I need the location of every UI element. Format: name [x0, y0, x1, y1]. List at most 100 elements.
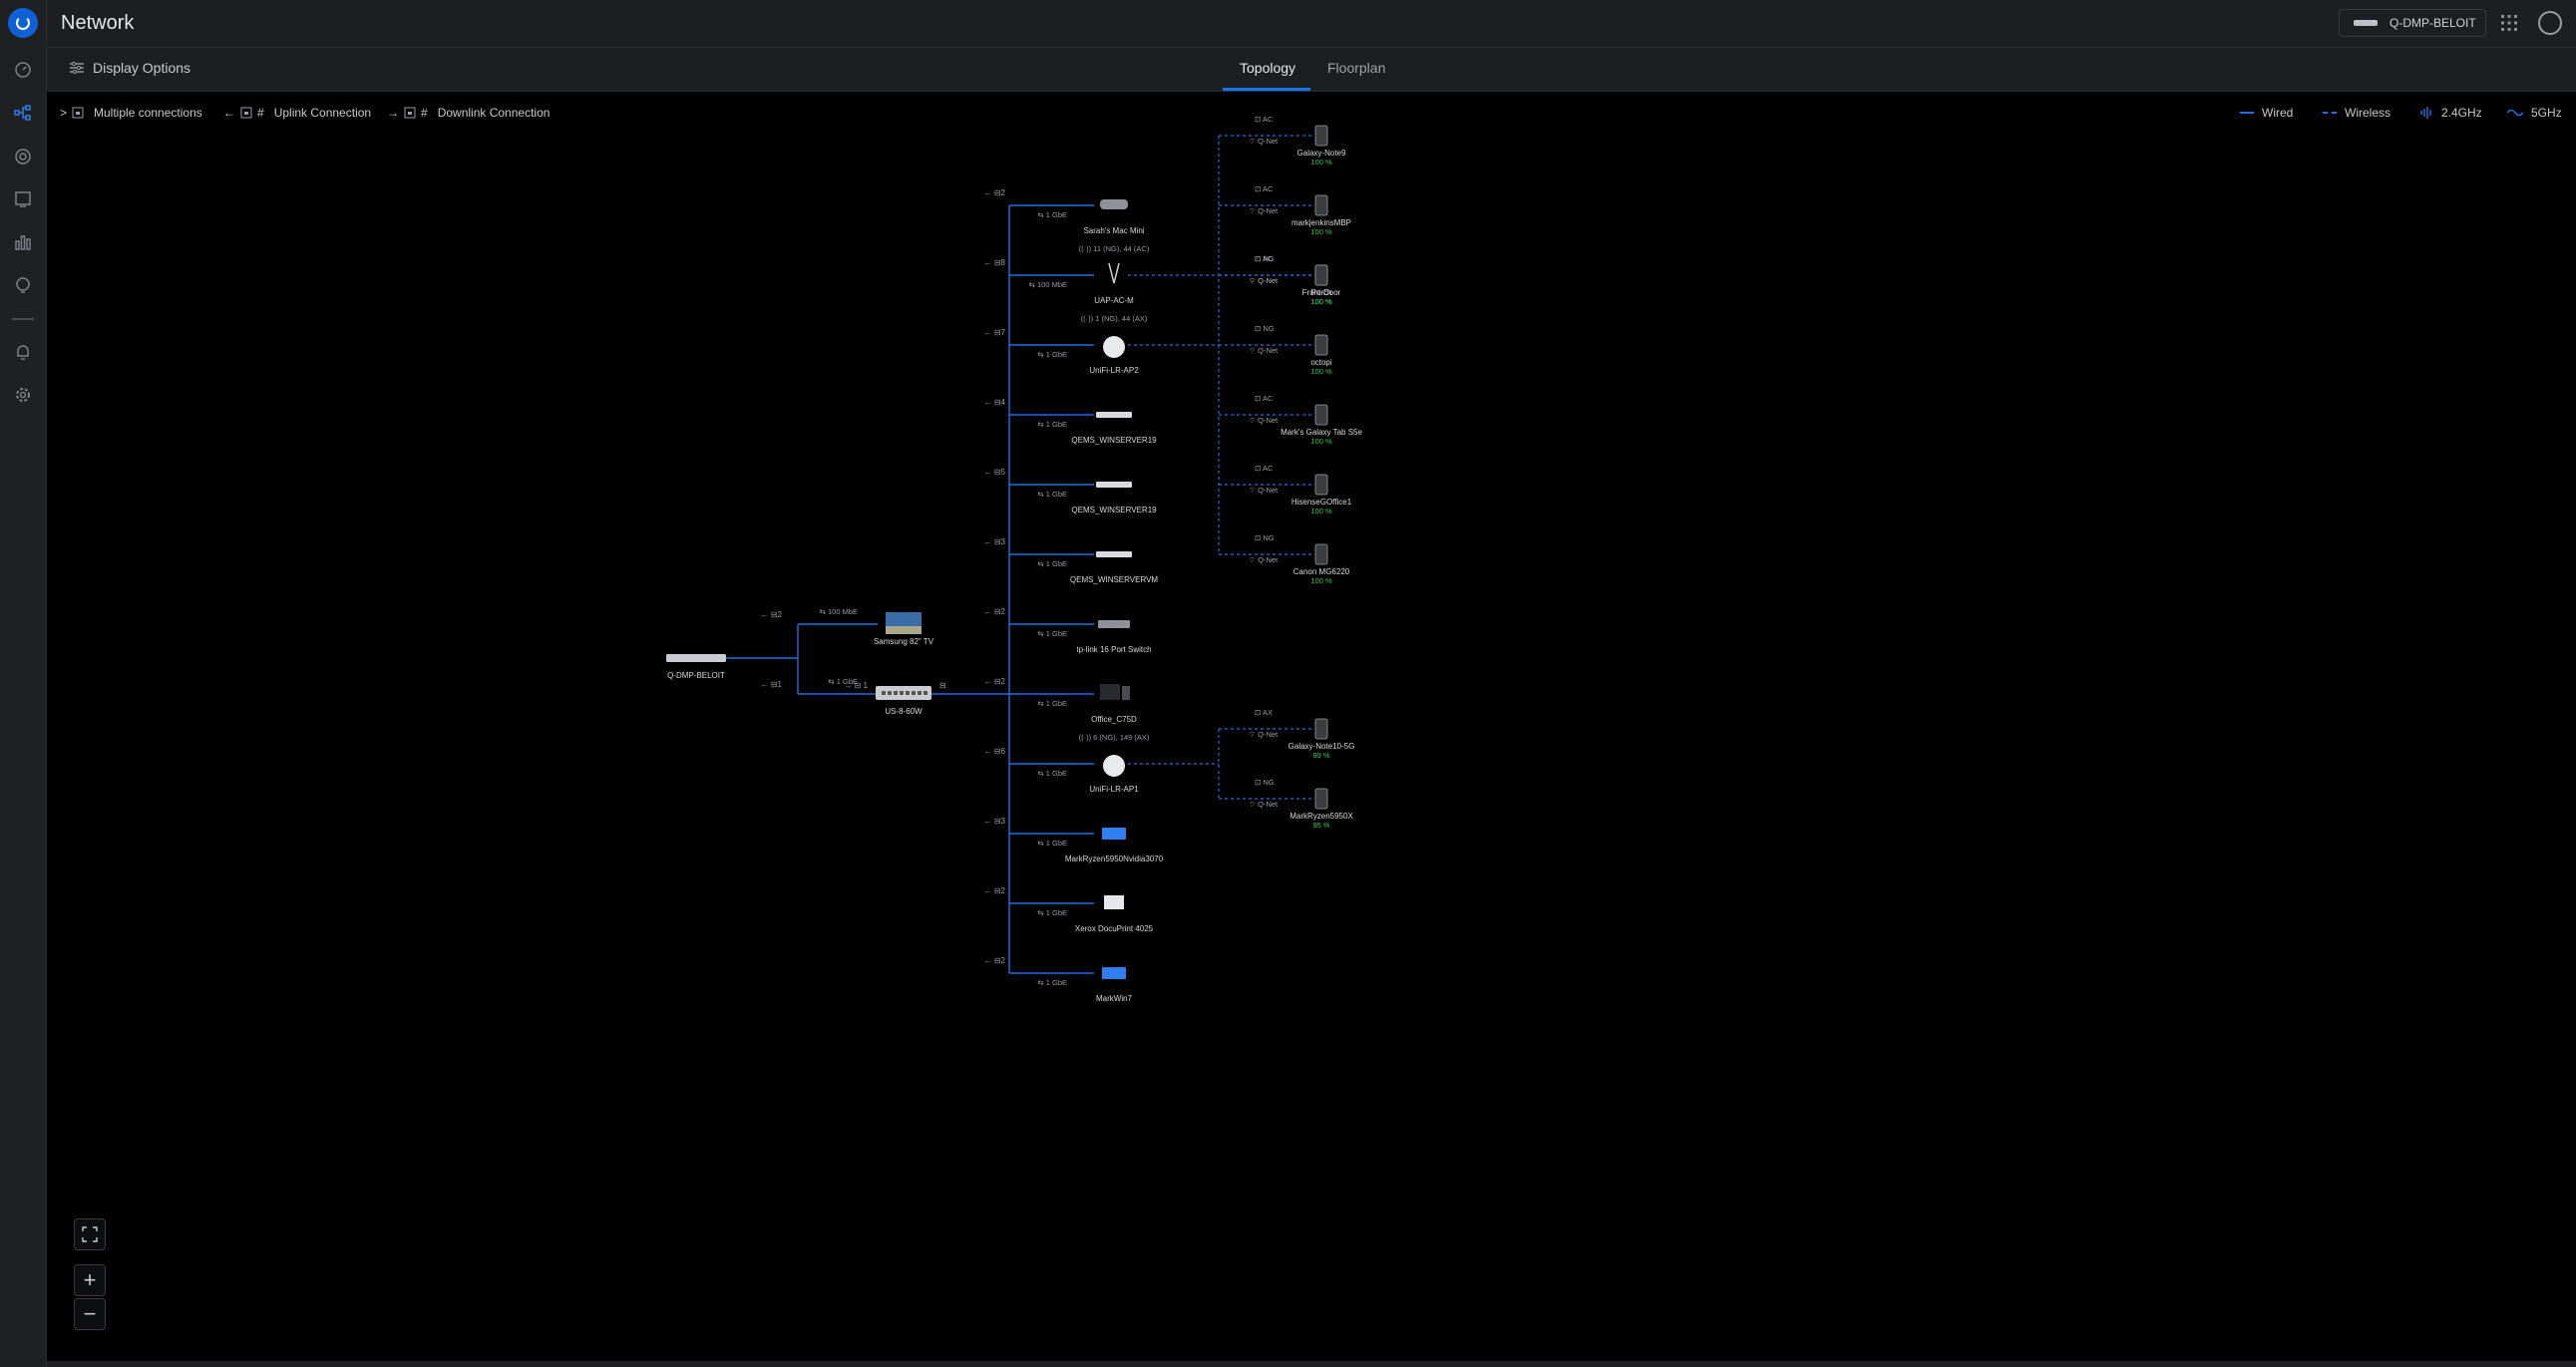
band-label: ⊡ AC: [1255, 394, 1274, 403]
access-point-icon[interactable]: [1103, 755, 1125, 777]
server-icon[interactable]: [1096, 412, 1132, 418]
legend-wired: Wired: [2240, 106, 2293, 120]
downlink-label: Downlink Connection: [437, 106, 551, 120]
client-device-icon[interactable]: [1314, 788, 1328, 810]
ssid-label: ⌔ Q-Net: [1249, 276, 1279, 285]
pc-icon[interactable]: [1102, 828, 1126, 840]
link-speed-label: ⇆ 1 GbE: [1037, 908, 1067, 917]
link-speed-label: ⇆ 1 GbE: [828, 677, 858, 686]
client-device-icon[interactable]: [1314, 125, 1328, 147]
link-speed-label: ⇆ 1 GbE: [1037, 559, 1067, 568]
port-label: ← ⊟2: [984, 188, 1006, 197]
sidebar: [0, 0, 47, 1367]
ssid-label: ⌔ Q-Net: [1249, 486, 1279, 495]
device-label: MarkRyzen5950Nvidia3070: [1065, 854, 1164, 863]
link-speed-label: ⇆ 100 MbE: [1029, 280, 1067, 289]
port-label: ← ⊟2: [984, 607, 1006, 616]
pc-icon[interactable]: [1102, 967, 1126, 979]
band-label: ⊡ AC: [1255, 184, 1274, 193]
switch-icon[interactable]: [1098, 620, 1130, 628]
client-device-icon[interactable]: [1314, 264, 1328, 286]
tab-topology[interactable]: Topology: [1240, 60, 1296, 76]
client-device-icon[interactable]: [1314, 404, 1328, 426]
client-device-icon[interactable]: [1314, 718, 1328, 740]
switch-port-icon: [912, 691, 916, 695]
server-icon[interactable]: [1096, 482, 1132, 488]
printer-tray-icon: [1122, 686, 1130, 700]
printer-icon[interactable]: [1104, 895, 1124, 909]
legend-24ghz: 2.4GHz: [2419, 106, 2482, 120]
active-tab-indicator: [1223, 88, 1310, 91]
monitor-icon[interactable]: [13, 189, 33, 209]
topology-icon[interactable]: [13, 103, 33, 123]
server-icon[interactable]: [1096, 551, 1132, 557]
wireless-line-icon: [2323, 112, 2337, 114]
signal-label: 100 %: [1310, 437, 1332, 446]
legend-downlink: → # Downlink Connection: [387, 106, 550, 120]
printer-icon[interactable]: [1100, 684, 1120, 700]
link-speed-label: ⇆ 1 GbE: [1037, 350, 1067, 359]
switch-port-icon: [882, 691, 886, 695]
speedometer-icon[interactable]: [13, 60, 33, 80]
link-speed-label: ⇆ 1 GbE: [1037, 978, 1067, 987]
zoom-in-button[interactable]: +: [74, 1264, 106, 1296]
port-icon: [72, 107, 84, 119]
client-label: Front-Door: [1302, 288, 1341, 297]
switch-port-icon: [900, 691, 904, 695]
ssid-label: ⌔ Q-Net: [1249, 137, 1279, 146]
tab-floorplan[interactable]: Floorplan: [1327, 60, 1386, 76]
arrow-right-icon: →: [387, 106, 399, 120]
wired-line-icon: [2240, 112, 2254, 114]
access-point-icon[interactable]: [1103, 336, 1125, 358]
gateway-device-icon: [2354, 20, 2378, 26]
client-device-icon[interactable]: [1314, 474, 1328, 496]
port-icon: [404, 107, 416, 119]
link-speed-label: ⇆ 1 GbE: [1037, 699, 1067, 708]
client-label: octopi: [1310, 358, 1332, 367]
legend-wireless: Wireless: [2323, 106, 2391, 120]
radio-channel-label: ((·)) 6 (NG), 149 (AX): [1079, 733, 1150, 742]
target-icon[interactable]: [13, 147, 33, 167]
unifi-logo-icon[interactable]: [8, 8, 38, 38]
gear-icon[interactable]: [13, 385, 33, 405]
client-device-icon[interactable]: [1314, 543, 1328, 565]
band-label: ⊡ NG: [1255, 533, 1275, 542]
band-label: ⊡ NG: [1255, 778, 1275, 787]
device-label: US-8-60W: [885, 707, 922, 716]
device-label: Office_C75D: [1091, 715, 1137, 724]
mac-mini-icon[interactable]: [1100, 199, 1128, 209]
client-label: markjenkinsMBP: [1291, 218, 1351, 227]
top-bar: Network Q-DMP-BELOIT: [47, 0, 2576, 48]
band-label: ⊡ AC: [1255, 115, 1274, 124]
bar-chart-icon[interactable]: [13, 232, 33, 252]
wired-label: Wired: [2262, 106, 2294, 120]
ssid-label: ⌔ Q-Net: [1249, 346, 1279, 355]
zoom-out-button[interactable]: −: [74, 1298, 106, 1330]
gateway-selector[interactable]: Q-DMP-BELOIT: [2339, 9, 2486, 37]
switch-port-icon: [918, 691, 921, 695]
client-device-icon[interactable]: [1314, 194, 1328, 216]
link-speed-label: ⇆ 1 GbE: [1037, 839, 1067, 848]
gateway-device-icon[interactable]: [666, 654, 726, 662]
signal-label: 100 %: [1310, 297, 1332, 306]
fit-screen-button[interactable]: [74, 1218, 106, 1250]
arrow-left-icon: ←: [223, 106, 235, 120]
client-device-icon[interactable]: [1314, 334, 1328, 356]
switch-port-icon: [888, 691, 892, 695]
client-label: MarkRyzen5950X: [1289, 812, 1353, 821]
port-label: ← ⊟3: [984, 537, 1006, 546]
grid-icon[interactable]: [2500, 14, 2518, 32]
band-24-label: 2.4GHz: [2441, 106, 2482, 120]
bell-icon[interactable]: [13, 342, 33, 362]
bulb-icon[interactable]: [13, 275, 33, 295]
gateway-label: Q-DMP-BELOIT: [667, 671, 725, 680]
antenna-icon[interactable]: [1108, 262, 1120, 284]
uplink-label: Uplink Connection: [273, 106, 372, 120]
device-label: Sarah's Mac Mini: [1083, 226, 1144, 235]
legend-multiple-connections: > Multiple connections: [60, 106, 202, 120]
user-icon[interactable]: [2538, 11, 2562, 35]
display-options-button[interactable]: Display Options: [69, 60, 190, 76]
signal-label: 100 %: [1310, 367, 1332, 376]
band-label: ⊡ AC: [1255, 254, 1274, 263]
